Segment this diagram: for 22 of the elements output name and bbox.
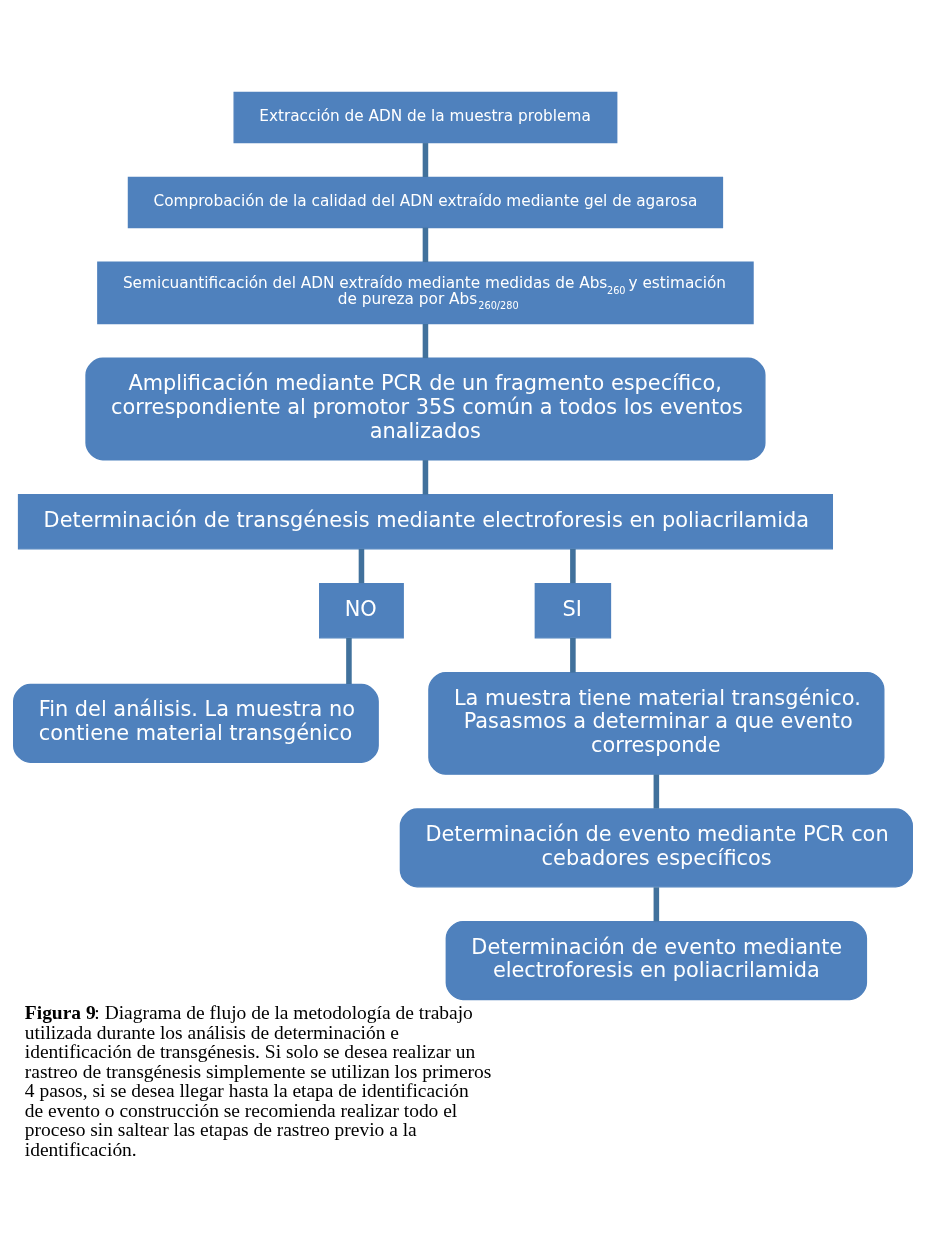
node-box: Amplificación mediante PCR de un fragmento específico, correspondiente al promotor 35S común a todos los eventos analizados bbox=[85, 357, 766, 461]
node-box: La muestra tiene material transgénico. Pasasmos a determinar a que evento corresponde bbox=[428, 671, 885, 775]
node-box: NO bbox=[319, 582, 404, 639]
node-box: Determinación de evento mediante PCR con cebadores específicos bbox=[399, 808, 913, 888]
node-box: Fin del análisis. La muestra no contiene material transgénico bbox=[13, 683, 379, 764]
node-box: Determinación de evento mediante electroforesis en poliacrilamida bbox=[445, 920, 868, 1001]
node-box: Semicuantificación del ADN extraído mediante medidas de Abs$_{260}$ y estimación de pureza por Abs$_{260/280}$ bbox=[97, 261, 754, 325]
connector bbox=[653, 774, 660, 809]
connector bbox=[422, 460, 429, 495]
connector bbox=[422, 143, 429, 177]
connector bbox=[653, 887, 660, 922]
connector bbox=[570, 638, 576, 673]
caption: Figura 9: Diagrama de flujo de la metodología de trabajo utilizada durante los análisis de determinación e identificación de transgénesis. Si solo se desea realizar un rastreo de transgénesis simplemente se utilizan los primeros 4 pasos, si se desea llegar hasta la etapa de identificación de evento o construcción se recomienda realizar todo el proceso sin saltear las etapas de rastreo previo a la identificación. bbox=[24, 1002, 492, 1160]
node-box: Comprobación de la calidad del ADN extraído mediante gel de agarosa bbox=[127, 176, 724, 229]
connector bbox=[358, 548, 365, 584]
connector bbox=[422, 324, 429, 359]
connector bbox=[346, 638, 352, 684]
node-box: Extracción de ADN de la muestra problema bbox=[233, 91, 618, 144]
connector bbox=[570, 548, 576, 584]
node-box: SI bbox=[534, 582, 612, 639]
connector bbox=[422, 227, 429, 263]
node-box: Determinación de transgénesis mediante electroforesis en poliacrilamida bbox=[17, 493, 833, 550]
